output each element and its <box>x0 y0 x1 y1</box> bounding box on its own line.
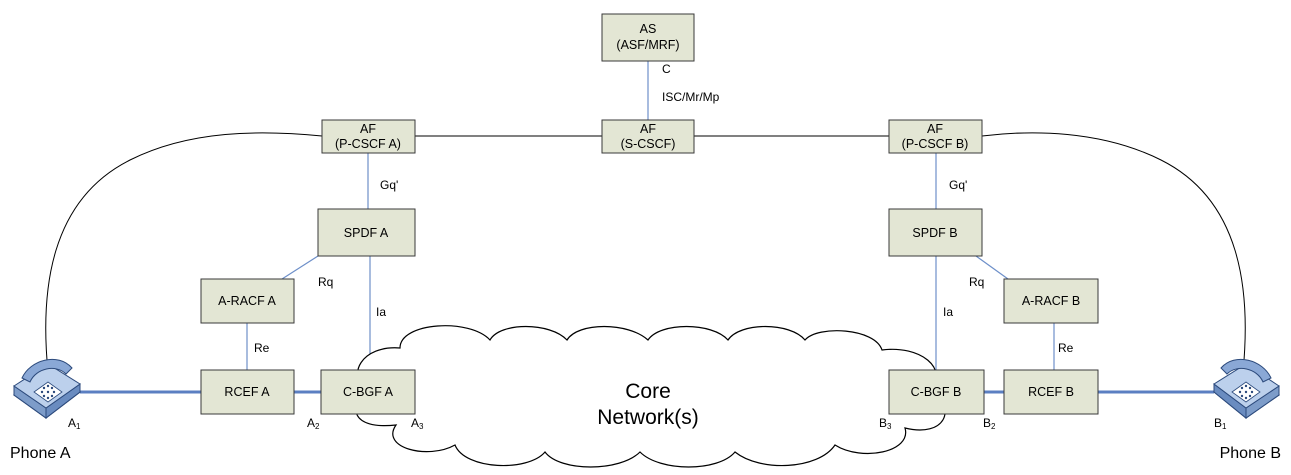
point-b2-label: B2 <box>983 416 996 431</box>
interface-rq-b-label: Rq <box>969 275 984 289</box>
core-network-label-line1: Core <box>625 380 671 403</box>
core-network-cloud: Core Network(s) <box>355 325 946 468</box>
af-s-title: AF <box>640 122 656 136</box>
as-node-title: AS <box>640 22 657 36</box>
as-asf-mrf-node: AS (ASF/MRF) <box>601 13 695 62</box>
interface-ia-a-label: Ia <box>376 305 386 319</box>
as-node-subtitle: (ASF/MRF) <box>616 38 679 52</box>
cbgf-b-label: C-BGF B <box>911 385 962 399</box>
interface-re-b-label: Re <box>1058 341 1074 355</box>
spdf-a-node: SPDF A <box>317 208 416 257</box>
aracf-a-label: A-RACF A <box>218 294 276 308</box>
spdf-b-to-aracf-b-link <box>975 255 1009 280</box>
point-b1-label: B1 <box>1214 416 1227 431</box>
af-s-subtitle: (S-CSCF) <box>621 137 676 151</box>
cbgf-b-node: C-BGF B <box>888 369 985 415</box>
phone-a-icon <box>12 358 82 420</box>
af-a-title: AF <box>360 122 376 136</box>
cbgf-a-label: C-BGF A <box>343 385 394 399</box>
spdf-a-label: SPDF A <box>344 226 389 240</box>
point-a2-label: A2 <box>307 416 320 431</box>
rcef-a-label: RCEF A <box>224 385 270 399</box>
point-b3-label: B3 <box>879 416 892 431</box>
phone-a-label: Phone A <box>10 445 71 462</box>
interface-re-a-label: Re <box>254 341 270 355</box>
af-s-cscf-node: AF (S-CSCF) <box>601 119 695 154</box>
cbgf-a-node: C-BGF A <box>320 369 416 415</box>
interface-c-label: C <box>662 62 671 76</box>
point-a1-label: A1 <box>68 416 81 431</box>
aracf-b-node: A-RACF B <box>1003 278 1099 324</box>
rcef-b-node: RCEF B <box>1003 369 1099 415</box>
core-network-label-line2: Network(s) <box>597 406 699 429</box>
phone-b-label: Phone B <box>1220 445 1281 462</box>
af-p-cscf-b-node: AF (P-CSCF B) <box>888 119 983 154</box>
spdf-a-to-aracf-a-link <box>281 255 319 280</box>
interface-rq-a-label: Rq <box>318 275 333 289</box>
spdf-b-node: SPDF B <box>888 208 983 257</box>
af-b-subtitle: (P-CSCF B) <box>902 137 969 151</box>
interface-ia-b-label: Ia <box>943 305 953 319</box>
af-p-cscf-a-node: AF (P-CSCF A) <box>321 119 416 154</box>
aracf-a-node: A-RACF A <box>200 278 295 324</box>
interface-isc-label: ISC/Mr/Mp <box>662 90 720 104</box>
aracf-b-label: A-RACF B <box>1022 294 1080 308</box>
phone-a-signalling-link <box>45 132 323 373</box>
point-a3-label: A3 <box>411 416 424 431</box>
interface-gq-b-label: Gq' <box>949 178 967 192</box>
phone-b-icon <box>1212 358 1281 420</box>
rcef-a-node: RCEF A <box>200 369 295 415</box>
interface-gq-a-label: Gq' <box>380 178 398 192</box>
phone-b-signalling-link <box>981 132 1246 373</box>
spdf-b-label: SPDF B <box>912 226 957 240</box>
af-a-subtitle: (P-CSCF A) <box>335 137 401 151</box>
rcef-b-label: RCEF B <box>1028 385 1074 399</box>
af-b-title: AF <box>927 122 943 136</box>
